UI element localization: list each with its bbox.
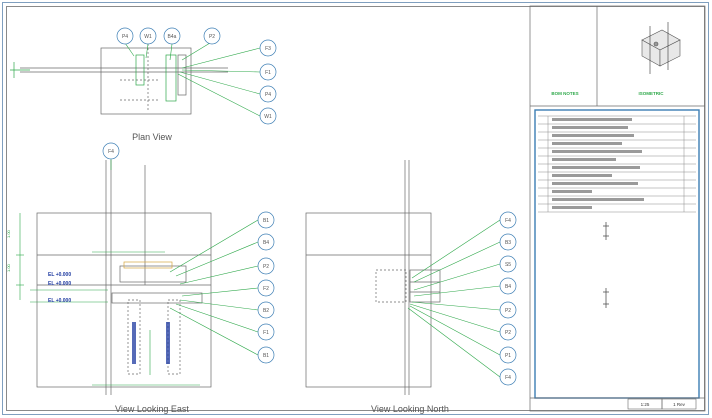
north-callout[interactable]: S5 [499,255,517,273]
north-callout-label: S5 [505,262,511,268]
plan-callout[interactable]: F3 [259,39,277,57]
scale-value: 1:25 [641,402,650,407]
north-callout-label: F4 [505,375,511,381]
plan-view [10,40,228,115]
east-gusset [123,261,173,269]
east-top-balloon[interactable]: F4 [102,142,120,170]
plan-balloon[interactable]: P4 [116,27,135,57]
east-callout-leaders [169,219,259,356]
sheet-inner-border [6,6,705,411]
north-callout[interactable]: F4 [499,211,517,229]
north-callout[interactable]: F4 [499,368,517,386]
isometric-label: ISOMETRIC [638,91,664,96]
north-callout[interactable]: P1 [499,346,517,364]
north-callout-label: P2 [505,330,511,336]
north-wall-outline [305,212,432,388]
north-callout-balloons: F4 B3 S5 B4 P2 P2 [499,211,517,386]
east-callout[interactable]: B1 [257,346,275,364]
bom-frame [534,109,700,399]
north-callout[interactable]: B3 [499,233,517,251]
north-callout[interactable]: B4 [499,277,517,295]
plan-member-a [135,54,145,86]
east-callout-label: F1 [263,330,269,336]
east-callout-label: F2 [263,286,269,292]
east-anchor-a [127,299,141,375]
north-callout-label: B3 [505,240,511,246]
plan-callout-label: F3 [265,46,271,52]
plan-view-caption: Plan View [132,132,172,142]
east-callout[interactable]: B4 [257,233,275,251]
rev-value: 1 Rev [673,402,686,407]
bom-notes-label: BOM NOTES [551,91,578,96]
plan-balloon-label: P2 [209,34,215,40]
north-view-caption: View Looking North [371,404,449,414]
east-vertical-dim-1: 1.00 [6,229,11,238]
plan-member-b [165,54,177,102]
east-callout-label: P2 [263,264,269,270]
title-block [529,5,706,412]
plan-balloon[interactable]: P2 [181,27,221,61]
plan-callout[interactable]: W1 [259,107,277,125]
plan-member-c [177,54,187,96]
north-callout[interactable]: P2 [499,323,517,341]
east-view [36,160,212,395]
plan-callout-label: F1 [265,70,271,76]
isometric-thumbnail [641,22,681,74]
east-callout[interactable]: B1 [257,211,275,229]
east-callout-label: B4 [263,240,269,246]
plan-callouts [177,47,261,117]
east-callout[interactable]: P2 [257,257,275,275]
east-view-caption: View Looking East [115,404,189,414]
north-plate-hidden [375,269,407,303]
plan-callout-label: P4 [265,92,271,98]
plan-balloon[interactable]: B4a [163,27,181,61]
east-elevation-3: EL +0.000 [48,298,71,304]
east-callout-balloons: B1 B4 P2 F2 B2 F1 [257,211,275,364]
east-beam [111,292,203,304]
north-plate [409,269,441,303]
title-block-frame [529,5,706,412]
east-dim-marker-a [132,322,136,364]
north-callout-leaders [407,219,501,378]
north-callout-label: P2 [505,308,511,314]
scale-rev-boxes [627,398,697,410]
east-plate [119,265,187,283]
east-wall-outline [36,212,212,388]
north-callout-label: B4 [505,284,511,290]
plan-balloon[interactable]: W1 [139,27,157,59]
east-callout[interactable]: B2 [257,301,275,319]
east-elevation-1: EL +0.000 [48,272,71,278]
north-callout-label: F4 [505,218,511,224]
plan-callout[interactable]: F1 [259,63,277,81]
east-callout-label: B2 [263,308,269,314]
bolt-detail-icons [603,222,609,308]
east-callout[interactable]: F2 [257,279,275,297]
north-view [305,160,441,395]
east-top-balloon-label: F4 [108,149,114,155]
east-elevation-2: EL +0.000 [48,281,71,287]
east-vertical-dim-2: 1.00 [6,263,11,272]
east-dim-marker-b [166,322,170,364]
plan-balloons: P4 W1 B4a P2 [116,27,221,61]
plan-callout[interactable]: P4 [259,85,277,103]
east-callout-label: B1 [263,218,269,224]
plan-callout-balloons: F3 F1 P4 W1 [259,39,277,125]
east-callout[interactable]: F1 [257,323,275,341]
plan-balloon-label: B4a [168,34,177,40]
plan-base-outline [100,47,192,115]
bom-row-marks [552,118,644,209]
east-callout-label: B1 [263,353,269,359]
east-anchor-b [167,299,181,375]
east-dimensions [16,213,200,386]
north-callout-label: P1 [505,353,511,359]
plan-balloon-label: W1 [144,34,152,40]
north-callout[interactable]: P2 [499,301,517,319]
bom-table [538,115,696,213]
plan-callout-label: W1 [264,114,272,120]
plan-balloon-label: P4 [122,34,128,40]
